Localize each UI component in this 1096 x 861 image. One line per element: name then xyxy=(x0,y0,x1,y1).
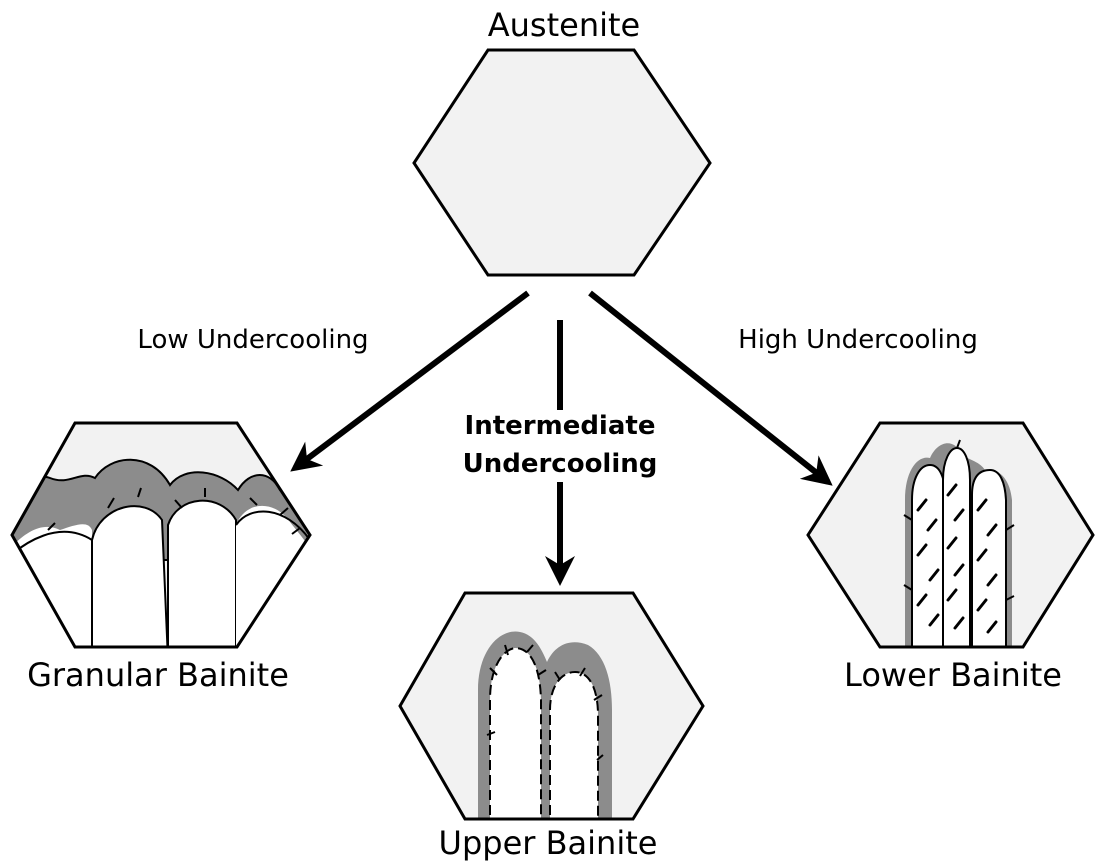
granular-bainite-hexagon xyxy=(0,423,315,660)
upper-bainite-hexagon xyxy=(400,593,703,830)
upper-bainite-label: Upper Bainite xyxy=(439,824,658,861)
high-undercooling-label: High Undercooling xyxy=(738,325,978,355)
arrow-to-granular xyxy=(295,293,528,468)
lower-bainite-label: Lower Bainite xyxy=(844,656,1062,694)
low-undercooling-label: Low Undercooling xyxy=(137,325,368,355)
lower-bainite-hexagon xyxy=(808,423,1093,660)
austenite-hexagon xyxy=(414,50,710,275)
intermediate-undercooling-label-line2: Undercooling xyxy=(463,449,658,479)
austenite-label: Austenite xyxy=(488,6,640,44)
granular-bainite-label: Granular Bainite xyxy=(27,656,289,694)
intermediate-undercooling-label-line1: Intermediate xyxy=(465,411,656,441)
